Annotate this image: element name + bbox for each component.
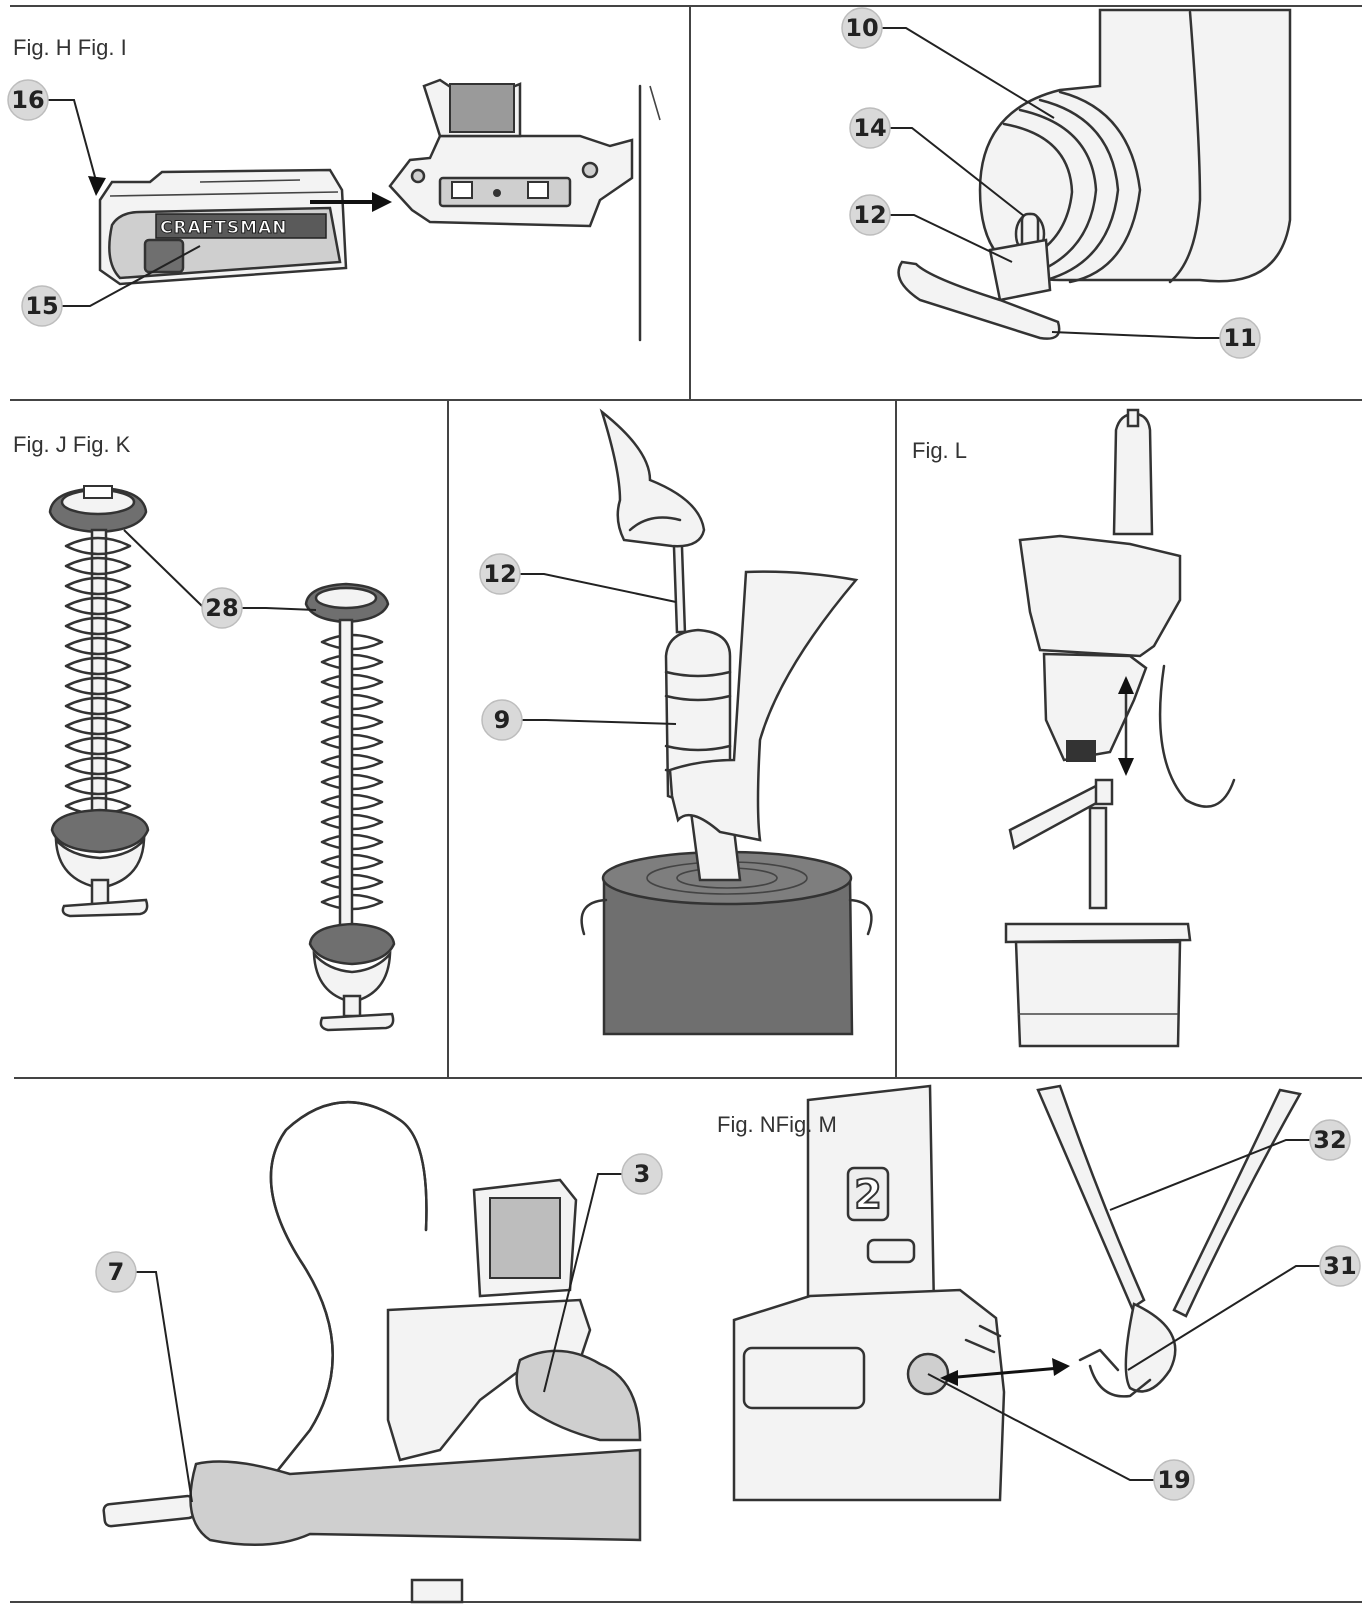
spring-assembly-k (304, 582, 396, 1032)
callout-12-middle: 12 (479, 553, 677, 603)
panel-frame (10, 5, 1362, 1603)
callout-number-15: 15 (25, 292, 58, 320)
callout-16: 16 (7, 79, 106, 196)
grease-can-illustration (580, 850, 873, 1036)
callout-9: 9 (481, 699, 677, 741)
figure-j-k: Fig. J Fig. K 28 (13, 432, 396, 1032)
figure-l: Fig. L (912, 408, 1236, 1048)
figure-dispense: 3 7 (95, 1101, 663, 1604)
figure-h-i: Fig. H Fig. I CRAFTSMAN (7, 35, 661, 342)
strap-hook-illustration (1036, 1084, 1302, 1398)
callout-number-16: 16 (11, 86, 44, 114)
callout-19: 19 (927, 1373, 1195, 1501)
spring-assembly-j (48, 485, 150, 918)
figure-label-j-k: Fig. J Fig. K (13, 432, 131, 457)
callout-number-3: 3 (634, 1160, 651, 1188)
callout-11: 11 (1051, 317, 1261, 359)
figure-n-m: 2 Fig. NFig. M 32 31 (717, 1084, 1361, 1502)
callout-3: 3 (543, 1153, 663, 1393)
cartridge-tube-illustration (897, 8, 1292, 340)
callout-number-31: 31 (1323, 1252, 1356, 1280)
callout-number-12-top: 12 (853, 201, 886, 229)
callout-31: 31 (1127, 1245, 1361, 1371)
callout-28: 28 (123, 529, 317, 629)
grease-gun-body-illustration (386, 1178, 592, 1604)
callout-number-10: 10 (845, 14, 878, 42)
callout-number-19: 19 (1157, 1466, 1190, 1494)
housing-number: 2 (854, 1172, 882, 1218)
attach-arrow (940, 1358, 1070, 1386)
battery-brand-text: CRAFTSMAN (160, 218, 287, 238)
callout-12-top: 12 (849, 194, 1013, 263)
callout-number-9: 9 (494, 706, 511, 734)
figure-cartridge-plunger: 10 14 12 11 (841, 7, 1292, 359)
callout-10: 10 (841, 7, 1055, 119)
callout-15: 15 (21, 245, 201, 327)
arm-glove-illustration (189, 1349, 642, 1547)
callout-number-7: 7 (108, 1258, 125, 1286)
callout-number-14: 14 (853, 114, 886, 142)
grease-gun-on-pump-illustration (1004, 408, 1236, 1048)
callout-number-32: 32 (1313, 1126, 1346, 1154)
battery-pack-illustration: CRAFTSMAN (98, 168, 348, 286)
insertion-arrow (310, 192, 392, 212)
callout-number-12-middle: 12 (483, 560, 516, 588)
callout-7: 7 (95, 1251, 193, 1503)
callout-number-11: 11 (1223, 324, 1256, 352)
figure-label-n-m: Fig. NFig. M (717, 1112, 837, 1137)
callout-32: 32 (1109, 1119, 1351, 1211)
hose-illustration (102, 1101, 428, 1528)
tool-battery-port-illustration (388, 78, 661, 342)
hand-illustration (599, 408, 859, 842)
figure-fill-from-can: 12 9 (479, 408, 873, 1036)
figure-label-l: Fig. L (912, 438, 967, 463)
figure-label-h-i: Fig. H Fig. I (13, 35, 127, 60)
tool-housing-illustration: 2 (732, 1084, 1006, 1502)
callout-14: 14 (849, 107, 1025, 217)
callout-number-28: 28 (205, 594, 238, 622)
